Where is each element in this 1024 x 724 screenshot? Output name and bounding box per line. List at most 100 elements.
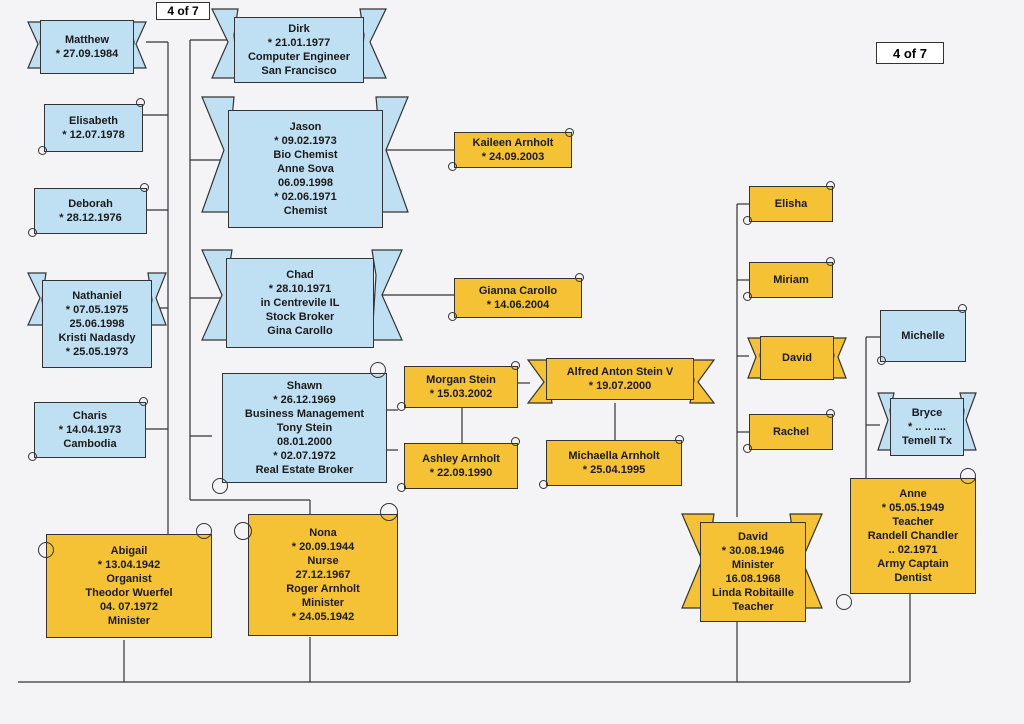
person-name: Charis bbox=[72, 410, 108, 422]
scroll-curl bbox=[826, 257, 835, 266]
person-michelle: Michelle bbox=[880, 310, 966, 362]
person-bryce: Bryce * .. .. .... Temell Tx bbox=[890, 398, 964, 456]
person-name: Alfred Anton Stein V bbox=[566, 366, 674, 378]
person-gianna: Gianna Carollo * 14.06.2004 bbox=[454, 278, 582, 318]
person-detail: * 24.05.1942 bbox=[291, 611, 355, 623]
person-nathaniel: Nathaniel * 07.05.1975 25.06.1998 Kristi… bbox=[42, 280, 152, 368]
person-detail: * 13.04.1942 bbox=[97, 559, 161, 571]
scroll-curl bbox=[28, 452, 37, 461]
person-shawn: Shawn * 26.12.1969 Business Management T… bbox=[222, 373, 387, 483]
person-name: Deborah bbox=[68, 198, 113, 210]
person-spouse: Randell Chandler bbox=[867, 530, 959, 542]
person-charis: Charis * 14.04.1973 Cambodia bbox=[34, 402, 146, 458]
person-detail: Nurse bbox=[307, 555, 339, 567]
person-detail: 04. 07.1972 bbox=[99, 601, 159, 613]
scroll-curl bbox=[397, 402, 406, 411]
person-name: Nathaniel bbox=[72, 290, 122, 302]
person-name: Nona bbox=[309, 527, 337, 539]
scroll-curl bbox=[958, 304, 967, 313]
person-name: Bryce bbox=[911, 407, 943, 419]
person-detail: * .. .. .... bbox=[908, 421, 946, 433]
scroll-curl bbox=[397, 483, 406, 492]
person-spouse: Theodor Wuerfel bbox=[85, 587, 173, 599]
person-detail: * 27.09.1984 bbox=[55, 48, 119, 60]
person-chad: Chad * 28.10.1971 in Centrevile IL Stock… bbox=[226, 258, 374, 348]
scroll-curl bbox=[539, 480, 548, 489]
person-detail: 08.01.2000 bbox=[276, 436, 333, 448]
person-detail: * 07.05.1975 bbox=[65, 304, 129, 316]
person-detail: * 22.09.1990 bbox=[429, 467, 493, 479]
person-detail: Chemist bbox=[283, 205, 328, 217]
person-spouse: Roger Arnholt bbox=[286, 583, 360, 595]
person-detail: * 14.06.2004 bbox=[486, 299, 550, 311]
person-detail: 25.06.1998 bbox=[69, 318, 125, 330]
scroll-curl bbox=[575, 273, 584, 282]
person-name: Chad bbox=[286, 269, 314, 281]
scroll-curl bbox=[28, 228, 37, 237]
person-detail: Teacher bbox=[892, 516, 934, 528]
person-detail: * 09.02.1973 bbox=[274, 135, 337, 147]
person-matthew: Matthew * 27.09.1984 bbox=[40, 20, 134, 74]
scroll-curl bbox=[380, 503, 398, 521]
person-detail: * 05.05.1949 bbox=[881, 502, 945, 514]
person-jason: Jason * 09.02.1973 Bio Chemist Anne Sova… bbox=[228, 110, 383, 228]
person-detail: in Centrevile IL bbox=[260, 297, 340, 309]
scroll-curl bbox=[196, 523, 212, 539]
scroll-curl bbox=[960, 468, 976, 484]
scroll-curl bbox=[836, 594, 852, 610]
person-name: Kaileen Arnholt bbox=[472, 137, 554, 149]
person-name: Ashley Arnholt bbox=[422, 453, 500, 465]
person-detail: * 02.07.1972 bbox=[273, 450, 336, 462]
person-name: Michelle bbox=[901, 330, 945, 342]
person-abigail: Abigail * 13.04.1942 Organist Theodor Wu… bbox=[46, 534, 212, 638]
person-spouse: Linda Robitaille bbox=[712, 587, 794, 599]
person-detail: Business Management bbox=[244, 408, 365, 420]
scroll-curl bbox=[370, 362, 386, 378]
person-detail: * 02.06.1971 bbox=[274, 191, 337, 203]
scroll-curl bbox=[511, 437, 520, 446]
person-detail: * 21.01.1977 bbox=[267, 37, 331, 49]
person-detail: Minister bbox=[731, 559, 775, 571]
person-name: Morgan Stein bbox=[426, 374, 496, 386]
scroll-curl bbox=[743, 216, 752, 225]
person-kaileen: Kaileen Arnholt * 24.09.2003 bbox=[454, 132, 572, 168]
person-ashley: Ashley Arnholt * 22.09.1990 bbox=[404, 443, 518, 489]
scroll-curl bbox=[140, 183, 149, 192]
person-detail: Minister bbox=[301, 597, 345, 609]
person-david-child: David bbox=[760, 336, 834, 380]
person-detail: 27.12.1967 bbox=[295, 569, 351, 581]
person-name: Michaella Arnholt bbox=[568, 450, 660, 462]
person-detail: Real Estate Broker bbox=[255, 464, 354, 476]
person-detail: * 14.04.1973 bbox=[58, 424, 122, 436]
scroll-curl bbox=[511, 361, 520, 370]
person-michaella: Michaella Arnholt * 25.04.1995 bbox=[546, 440, 682, 486]
scroll-curl bbox=[448, 312, 457, 321]
scroll-curl bbox=[565, 128, 574, 137]
person-detail: Bio Chemist bbox=[273, 149, 338, 161]
person-name: David bbox=[738, 531, 768, 543]
person-detail: * 26.12.1969 bbox=[273, 394, 336, 406]
person-deborah: Deborah * 28.12.1976 bbox=[34, 188, 147, 234]
person-detail: * 19.07.2000 bbox=[588, 380, 652, 392]
person-detail: * 28.12.1976 bbox=[59, 212, 122, 224]
person-name: Anne bbox=[899, 488, 927, 500]
person-detail: * 30.08.1946 bbox=[721, 545, 785, 557]
person-name: Gianna Carollo bbox=[478, 285, 558, 297]
person-detail: Temell Tx bbox=[902, 435, 952, 447]
person-detail: 16.08.1968 bbox=[725, 573, 781, 585]
person-detail: Dentist bbox=[894, 572, 932, 584]
person-detail: * 25.04.1995 bbox=[582, 464, 646, 476]
person-elisha: Elisha bbox=[749, 186, 833, 222]
person-detail: Stock Broker bbox=[265, 311, 335, 323]
page-tag-top: 4 of 7 bbox=[156, 2, 210, 20]
person-elisabeth: Elisabeth * 12.07.1978 bbox=[44, 104, 143, 152]
person-name: Elisabeth bbox=[69, 115, 118, 127]
person-detail: * 12.07.1978 bbox=[62, 129, 125, 141]
person-miriam: Miriam bbox=[749, 262, 833, 298]
person-name: Abigail bbox=[110, 545, 148, 557]
scroll-curl bbox=[38, 146, 47, 155]
person-name: Rachel bbox=[772, 426, 810, 438]
person-name: Miriam bbox=[773, 274, 809, 286]
person-alfred: Alfred Anton Stein V * 19.07.2000 bbox=[546, 358, 694, 400]
person-detail: Computer Engineer bbox=[247, 51, 351, 63]
